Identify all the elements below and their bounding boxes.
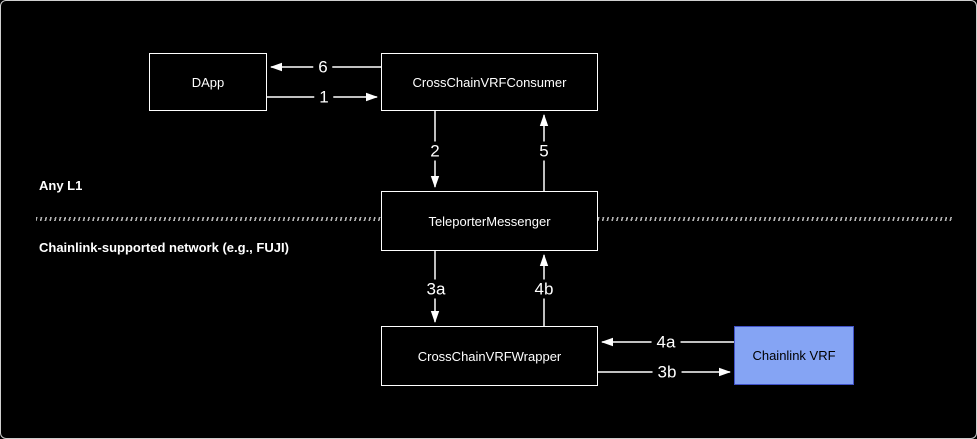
edge-label-3a: 3a xyxy=(421,279,451,299)
region-label-any-l1: Any L1 xyxy=(39,178,83,193)
edge-label-3b: 3b xyxy=(652,362,682,382)
node-crosschain-vrf-wrapper-label: CrossChainVRFWrapper xyxy=(417,348,562,364)
node-teleporter-messenger-label: TeleporterMessenger xyxy=(428,213,551,229)
node-crosschain-vrf-wrapper: CrossChainVRFWrapper xyxy=(381,326,598,386)
node-dapp-label: DApp xyxy=(191,74,225,90)
edge-label-4a: 4a xyxy=(651,332,681,352)
edge-label-2: 2 xyxy=(425,141,445,161)
edge-label-1: 1 xyxy=(314,87,334,107)
network-divider-right xyxy=(598,217,954,221)
region-label-chainlink-network: Chainlink-supported network (e.g., FUJI) xyxy=(39,240,289,255)
network-divider-left xyxy=(36,217,381,221)
node-dapp: DApp xyxy=(149,53,267,111)
node-chainlink-vrf: Chainlink VRF xyxy=(734,326,854,385)
node-teleporter-messenger: TeleporterMessenger xyxy=(381,191,598,251)
node-crosschain-vrf-consumer: CrossChainVRFConsumer xyxy=(381,53,598,111)
node-crosschain-vrf-consumer-label: CrossChainVRFConsumer xyxy=(412,74,567,90)
node-chainlink-vrf-label: Chainlink VRF xyxy=(752,348,836,363)
edge-label-6: 6 xyxy=(313,57,333,77)
edge-label-4b: 4b xyxy=(529,279,559,299)
edge-label-5: 5 xyxy=(534,141,554,161)
